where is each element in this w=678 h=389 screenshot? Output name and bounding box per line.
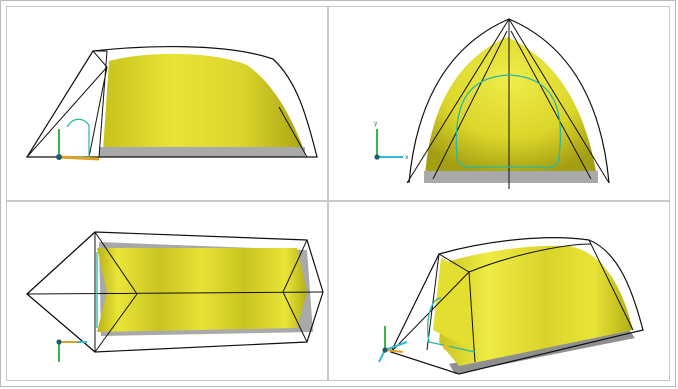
tent-floor (99, 147, 305, 157)
axis-gizmo (56, 129, 100, 161)
tent-floor (449, 330, 635, 374)
pole-lines (26, 50, 308, 158)
pole-lines (26, 231, 324, 353)
svg-text:x: x (405, 154, 409, 161)
perspective-view-drawing (378, 237, 644, 375)
viewport-top[interactable] (6, 201, 328, 381)
viewport-front[interactable]: y x (328, 6, 670, 201)
side-view-drawing (25, 45, 318, 161)
pole-lines (406, 18, 610, 189)
svg-text:y: y (374, 120, 378, 127)
tent-floor (424, 171, 598, 183)
door-outline (66, 118, 90, 157)
viewport-side[interactable] (6, 6, 328, 201)
door-outline (455, 74, 562, 169)
front-view-drawing: y x (374, 18, 610, 189)
axis-gizmo: y x (374, 120, 409, 161)
axis-gizmo (56, 339, 87, 362)
top-view-drawing (26, 231, 324, 362)
tent-outline (390, 237, 644, 375)
tent-body (425, 37, 597, 177)
door-outline (427, 297, 476, 353)
tent-outline (25, 45, 318, 158)
tent-body (439, 245, 633, 366)
tent-body (103, 53, 305, 153)
axis-gizmo (378, 326, 408, 363)
tent-body (97, 248, 307, 332)
viewport-perspective[interactable] (328, 201, 670, 381)
tent-door-panel (433, 258, 475, 352)
door-handle (443, 344, 449, 350)
